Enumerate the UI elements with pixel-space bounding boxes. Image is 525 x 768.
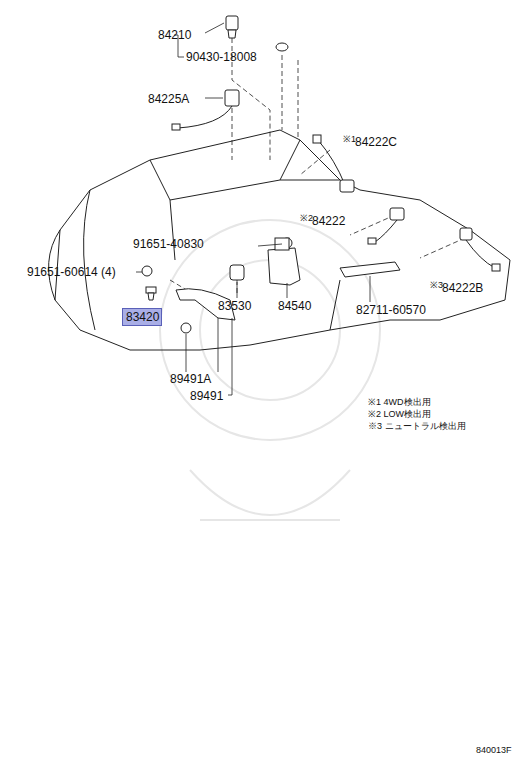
note-text: ※3 ニュートラル検出用	[368, 422, 466, 432]
diagram-code: 840013F	[476, 746, 512, 756]
case-outline	[49, 130, 510, 350]
parts	[142, 16, 500, 333]
part-number: 84222	[312, 215, 345, 228]
note-marker: ※3	[430, 281, 443, 291]
part-number: 84222B	[442, 282, 483, 295]
part-number: 83530	[218, 300, 251, 313]
part-number: 89491A	[170, 373, 211, 386]
leader-lines	[136, 23, 370, 395]
note-text: ※2 LOW検出用	[368, 410, 431, 420]
part-number: 89491	[190, 390, 223, 403]
highlighted-part-number: 83420	[122, 308, 162, 326]
part-number: 90430-18008	[186, 51, 257, 64]
part-number: 84210	[158, 29, 191, 42]
part-number: 91651-60614 (4)	[27, 266, 116, 279]
part-number: 82711-60570	[356, 304, 426, 317]
part-number: 91651-40830	[133, 238, 204, 251]
part-number: 84222C	[355, 136, 397, 149]
watermark	[160, 220, 380, 520]
part-number: 84225A	[148, 93, 189, 106]
note-marker: ※1	[343, 135, 356, 145]
note-text: ※1 4WD検出用	[368, 398, 431, 408]
leader-dashes	[150, 30, 465, 300]
part-number: 84540	[278, 300, 311, 313]
part-number: 83420	[126, 311, 158, 324]
note-marker: ※2	[300, 214, 313, 224]
